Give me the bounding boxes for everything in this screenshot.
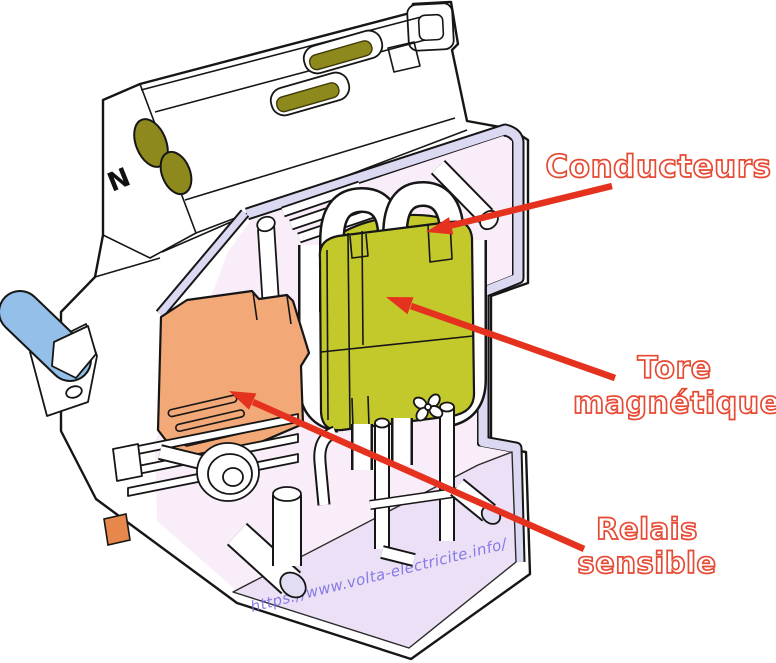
label-conducteurs-text: Conducteurs — [545, 148, 772, 186]
arrow-conducteurs — [426, 182, 613, 235]
toggle-lever — [0, 290, 98, 417]
label-relais-sensible: Relais sensible — [549, 511, 745, 581]
terminal-screw-slots — [269, 29, 384, 117]
label-tore-magnetique: Tore magnétique — [572, 350, 776, 422]
arrow-relais — [229, 391, 586, 552]
front-face-details — [103, 443, 143, 546]
label-tore-line1: Tore — [637, 350, 712, 387]
mounting-tab — [387, 2, 455, 73]
arrow-tore — [386, 297, 617, 382]
label-conducteurs: Conducteurs — [541, 148, 776, 186]
din-clip-orange — [103, 513, 131, 546]
label-tore-line2: magnétique — [572, 385, 776, 422]
neutral-terminal-holes — [133, 118, 193, 196]
torus-front-housing — [318, 220, 476, 432]
label-relais-line1: Relais — [595, 511, 698, 547]
label-relais-line2: sensible — [577, 545, 717, 581]
clover-fitting — [412, 393, 444, 422]
